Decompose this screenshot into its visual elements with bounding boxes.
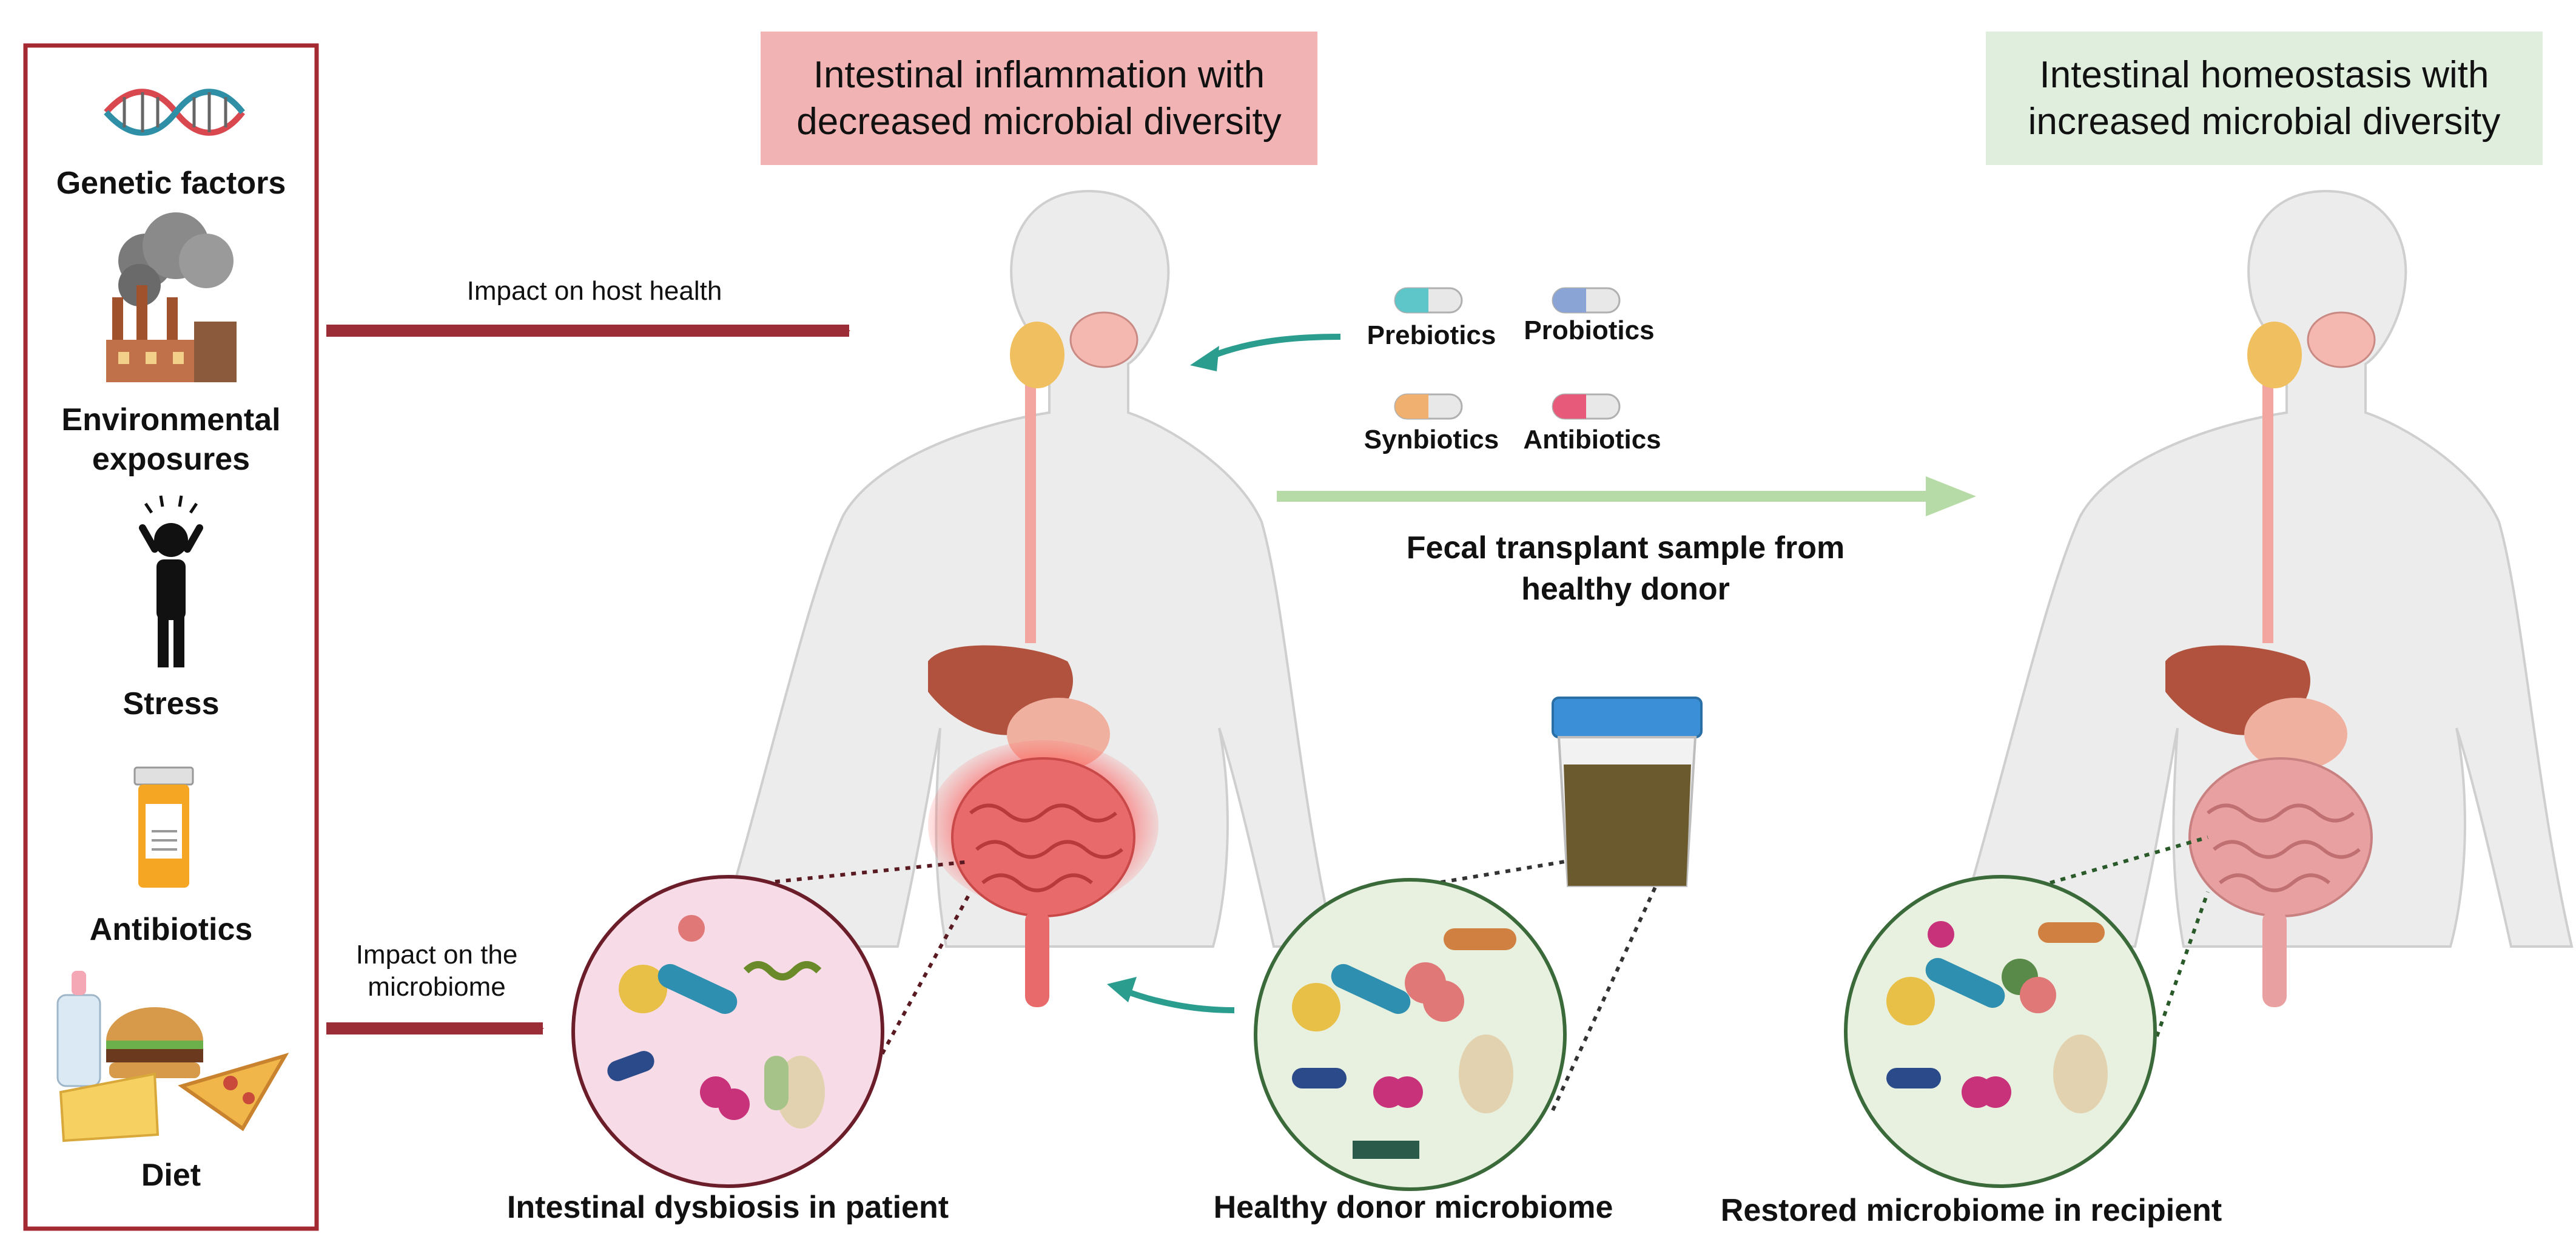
factors-frame (23, 43, 319, 1231)
fecal-transplant-label: Fecal transplant sample from healthy don… (1353, 528, 1898, 610)
banner-homeostasis: Intestinal homeostasis with increased mi… (1986, 32, 2543, 165)
microbiome-circle-recipient (1844, 875, 2157, 1188)
arrow-microbiome-line1: Impact on the (355, 940, 518, 970)
arrow-donor-to-patient (1107, 977, 1235, 1013)
caption-restored: Restored microbiome in recipient (1720, 1193, 2222, 1228)
factor-environmental-line2: exposures (92, 442, 251, 477)
body-right (1951, 189, 2574, 1007)
banner-right-bg (1986, 32, 2543, 165)
banner-homeostasis-line1: Intestinal homeostasis with (2039, 53, 2489, 96)
dna-icon (104, 89, 245, 136)
capsule-probiotics-label: Probiotics (1524, 316, 1655, 345)
factor-diet-label: Diet (141, 1158, 201, 1193)
caption-donor: Healthy donor microbiome (1213, 1190, 1613, 1225)
banner-inflammation-line1: Intestinal inflammation with (813, 53, 1265, 96)
stressed-person-icon (139, 495, 203, 667)
microbiome-circle-donor (1254, 878, 1567, 1191)
arrow-fecal-transplant (1277, 476, 1976, 516)
capsule-prebiotics-label: Prebiotics (1367, 320, 1496, 350)
factor-genetic-label: Genetic factors (56, 166, 286, 201)
factory-smoke-icon (106, 212, 237, 382)
pill-bottle-icon (133, 766, 194, 888)
arrow-host-health-label: Impact on host health (466, 276, 722, 306)
arrow-capsules-to-body (1190, 334, 1341, 371)
factor-environmental-label: Environmental exposures (25, 400, 317, 479)
microbiome-circle-patient (571, 875, 884, 1188)
banner-homeostasis-line2: increased microbial diversity (2028, 101, 2501, 143)
fecal-transplant-line2: healthy donor (1521, 571, 1730, 607)
food-icon (56, 971, 289, 1142)
capsule-synbiotics-icon (1394, 393, 1463, 420)
fecal-transplant-line1: Fecal transplant sample from (1406, 530, 1845, 565)
body-left (714, 189, 1336, 1007)
factor-stress-label: Stress (123, 686, 220, 721)
caption-dysbiosis: Intestinal dysbiosis in patient (506, 1190, 949, 1225)
arrow-microbiome-line2: microbiome (368, 971, 506, 1002)
specimen-cup-icon (1552, 697, 1703, 887)
banner-inflammation: Intestinal inflammation with decreased m… (761, 32, 1317, 165)
banner-left-bg (761, 32, 1317, 165)
capsule-antibiotics-icon (1552, 393, 1621, 420)
capsule-prebiotics-icon (1394, 287, 1463, 314)
factor-antibiotics-label: Antibiotics (89, 912, 253, 947)
capsule-probiotics-icon (1552, 287, 1621, 314)
capsule-synbiotics-label: Synbiotics (1364, 425, 1499, 454)
factor-environmental-line1: Environmental (61, 402, 281, 437)
banner-inflammation-line2: decreased microbial diversity (796, 101, 1282, 143)
arrow-microbiome-label: Impact on the microbiome (315, 939, 558, 1004)
capsule-antibiotics-label: Antibiotics (1523, 425, 1661, 454)
